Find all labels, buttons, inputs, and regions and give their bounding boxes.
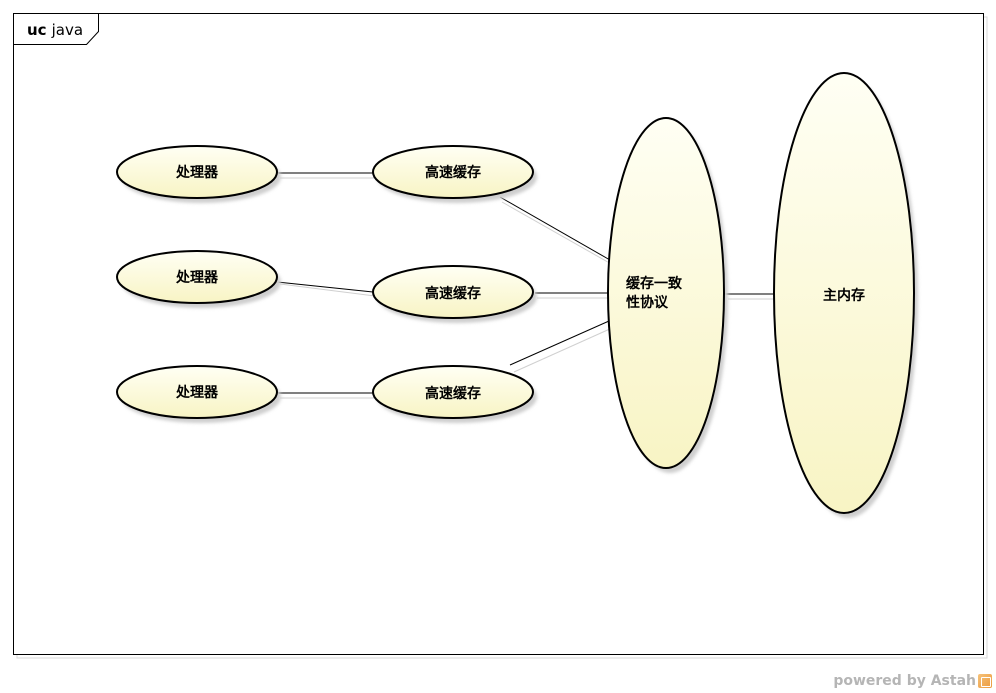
astah-logo-icon <box>978 674 992 688</box>
usecase-ellipse <box>372 265 534 319</box>
usecase-cache-coherence-protocol[interactable]: 缓存一致 性协议 <box>607 117 728 473</box>
association-cache3-coherence[interactable] <box>509 320 610 366</box>
association-cache1-coherence[interactable] <box>499 196 611 261</box>
usecase-label: 高速缓存 <box>425 285 481 302</box>
usecase-label-line2: 性协议 <box>626 294 669 311</box>
usecase-label: 处理器 <box>175 269 219 286</box>
usecase-cache-1[interactable]: 高速缓存 <box>372 145 537 203</box>
frame-keyword: uc <box>27 21 47 39</box>
usecase-label: 处理器 <box>175 164 219 181</box>
usecase-ellipse <box>116 145 278 199</box>
usecase-processor-3[interactable]: 处理器 <box>116 365 281 423</box>
usecase-ellipse <box>116 365 278 419</box>
frame-title-tab <box>13 13 99 45</box>
usecase-label: 主内存 <box>823 287 865 304</box>
association-shadows <box>279 177 778 399</box>
usecase-label: 高速缓存 <box>425 164 481 181</box>
usecase-ellipse <box>116 250 278 304</box>
usecase-processor-2[interactable]: 处理器 <box>116 250 281 308</box>
usecase-label: 处理器 <box>175 384 219 401</box>
usecase-label: 高速缓存 <box>425 385 481 402</box>
association-processor2-cache2[interactable] <box>276 281 374 293</box>
frame-name: java <box>51 21 83 39</box>
astah-watermark: powered by Astah <box>833 673 992 689</box>
usecase-cache-3[interactable]: 高速缓存 <box>372 365 537 423</box>
associations <box>276 172 775 394</box>
usecase-label-line1: 缓存一致 <box>626 275 683 292</box>
usecase-cache-2[interactable]: 高速缓存 <box>372 265 537 323</box>
usecase-ellipse <box>372 145 534 199</box>
usecase-processor-1[interactable]: 处理器 <box>116 145 281 203</box>
watermark-text: powered by Astah <box>833 673 976 689</box>
usecase-ellipse <box>607 117 725 469</box>
usecase-main-memory[interactable]: 主内存 <box>773 72 918 518</box>
usecase-ellipse <box>372 365 534 419</box>
usecase-ellipse <box>773 72 915 514</box>
